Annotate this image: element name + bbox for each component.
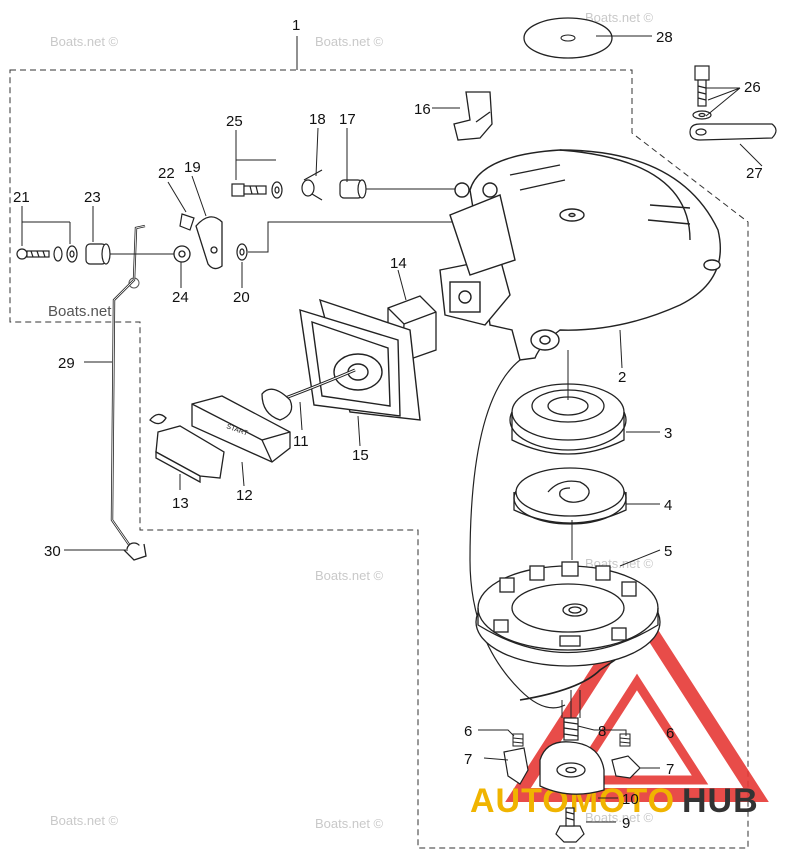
callout-17: 17 [339, 111, 356, 128]
callout-3: 3 [664, 425, 672, 442]
callout-23: 23 [84, 189, 101, 206]
watermark: Boats.net © [315, 34, 384, 49]
part-19-lever [195, 216, 223, 270]
part-24-clip [173, 245, 191, 263]
callout-12: 12 [236, 487, 253, 504]
part-21-bolt [16, 245, 78, 263]
part-20-washer [236, 243, 248, 261]
part-3-spring-cover [509, 383, 627, 455]
callout-30: 30 [44, 543, 61, 560]
part-17-collar [339, 179, 367, 199]
callout-5: 5 [664, 543, 672, 560]
callout-4: 4 [664, 497, 672, 514]
part-2-starter-housing [439, 149, 722, 361]
part-16-bracket [453, 91, 493, 141]
callout-11: 11 [293, 433, 309, 450]
callout-6-right: 6 [666, 725, 674, 742]
callout-2: 2 [618, 369, 626, 386]
callout-26: 26 [744, 79, 761, 96]
logo-text-hub: HUB [682, 782, 759, 820]
part-25-bolt [231, 181, 283, 199]
part-15-handle-grommet [299, 298, 421, 421]
part-28-disc [523, 17, 613, 59]
callout-13: 13 [172, 495, 189, 512]
callout-7-right: 7 [666, 761, 674, 778]
part-9-bolt [555, 807, 585, 843]
cable-guide-outline [469, 359, 566, 709]
callout-27: 27 [746, 165, 763, 182]
part-27-bracket [689, 123, 777, 141]
part-8-spring [563, 717, 579, 741]
watermark: Boats.net © [585, 810, 654, 825]
callout-labels: 1 2 3 4 5 6 6 7 7 8 9 10 11 12 13 14 15 … [13, 17, 763, 832]
part-4-recoil-spring [513, 467, 627, 525]
part-13-handle-insert [149, 413, 225, 484]
part-12-starter-handle: START [191, 388, 293, 463]
watermark: Boats.net © [50, 813, 119, 828]
callout-9: 9 [622, 815, 630, 832]
watermark-dark: Boats.net [48, 303, 112, 320]
watermark: Boats.net © [585, 10, 654, 25]
part-7-pawl-right [611, 755, 641, 779]
callout-10: 10 [622, 791, 639, 808]
callout-19: 19 [184, 159, 201, 176]
watermark: Boats.net © [50, 34, 119, 49]
reel-rope-end [519, 659, 616, 701]
callout-1: 1 [292, 17, 300, 34]
part-22-pin [179, 213, 195, 231]
part-30-clip [123, 542, 147, 561]
callout-29: 29 [58, 355, 75, 372]
part-10-drive-plate [539, 741, 605, 795]
callout-18: 18 [309, 111, 326, 128]
callout-16: 16 [414, 101, 431, 118]
part-5-rope-reel [475, 561, 661, 667]
callout-28: 28 [656, 29, 673, 46]
part-7-pawl-left [503, 747, 529, 785]
part-6-pawl-spring-right [619, 733, 631, 747]
callout-24: 24 [172, 289, 189, 306]
part-18-spring [301, 169, 323, 201]
leader-lines [21, 35, 763, 823]
callout-7-left: 7 [464, 751, 472, 768]
part-6-pawl-spring-left [512, 733, 524, 747]
part-23-collar [85, 243, 111, 265]
part-26-bolt [692, 65, 712, 120]
watermark: Boats.net © [315, 816, 384, 831]
assembly-boundary [9, 69, 749, 849]
callout-6-left: 6 [464, 723, 472, 740]
callout-8: 8 [598, 723, 606, 740]
callout-14: 14 [390, 255, 407, 272]
callout-25: 25 [226, 113, 243, 130]
callout-22: 22 [158, 165, 175, 182]
callout-15: 15 [352, 447, 369, 464]
watermark: Boats.net © [315, 568, 384, 583]
callout-20: 20 [233, 289, 250, 306]
callout-21: 21 [13, 189, 30, 206]
